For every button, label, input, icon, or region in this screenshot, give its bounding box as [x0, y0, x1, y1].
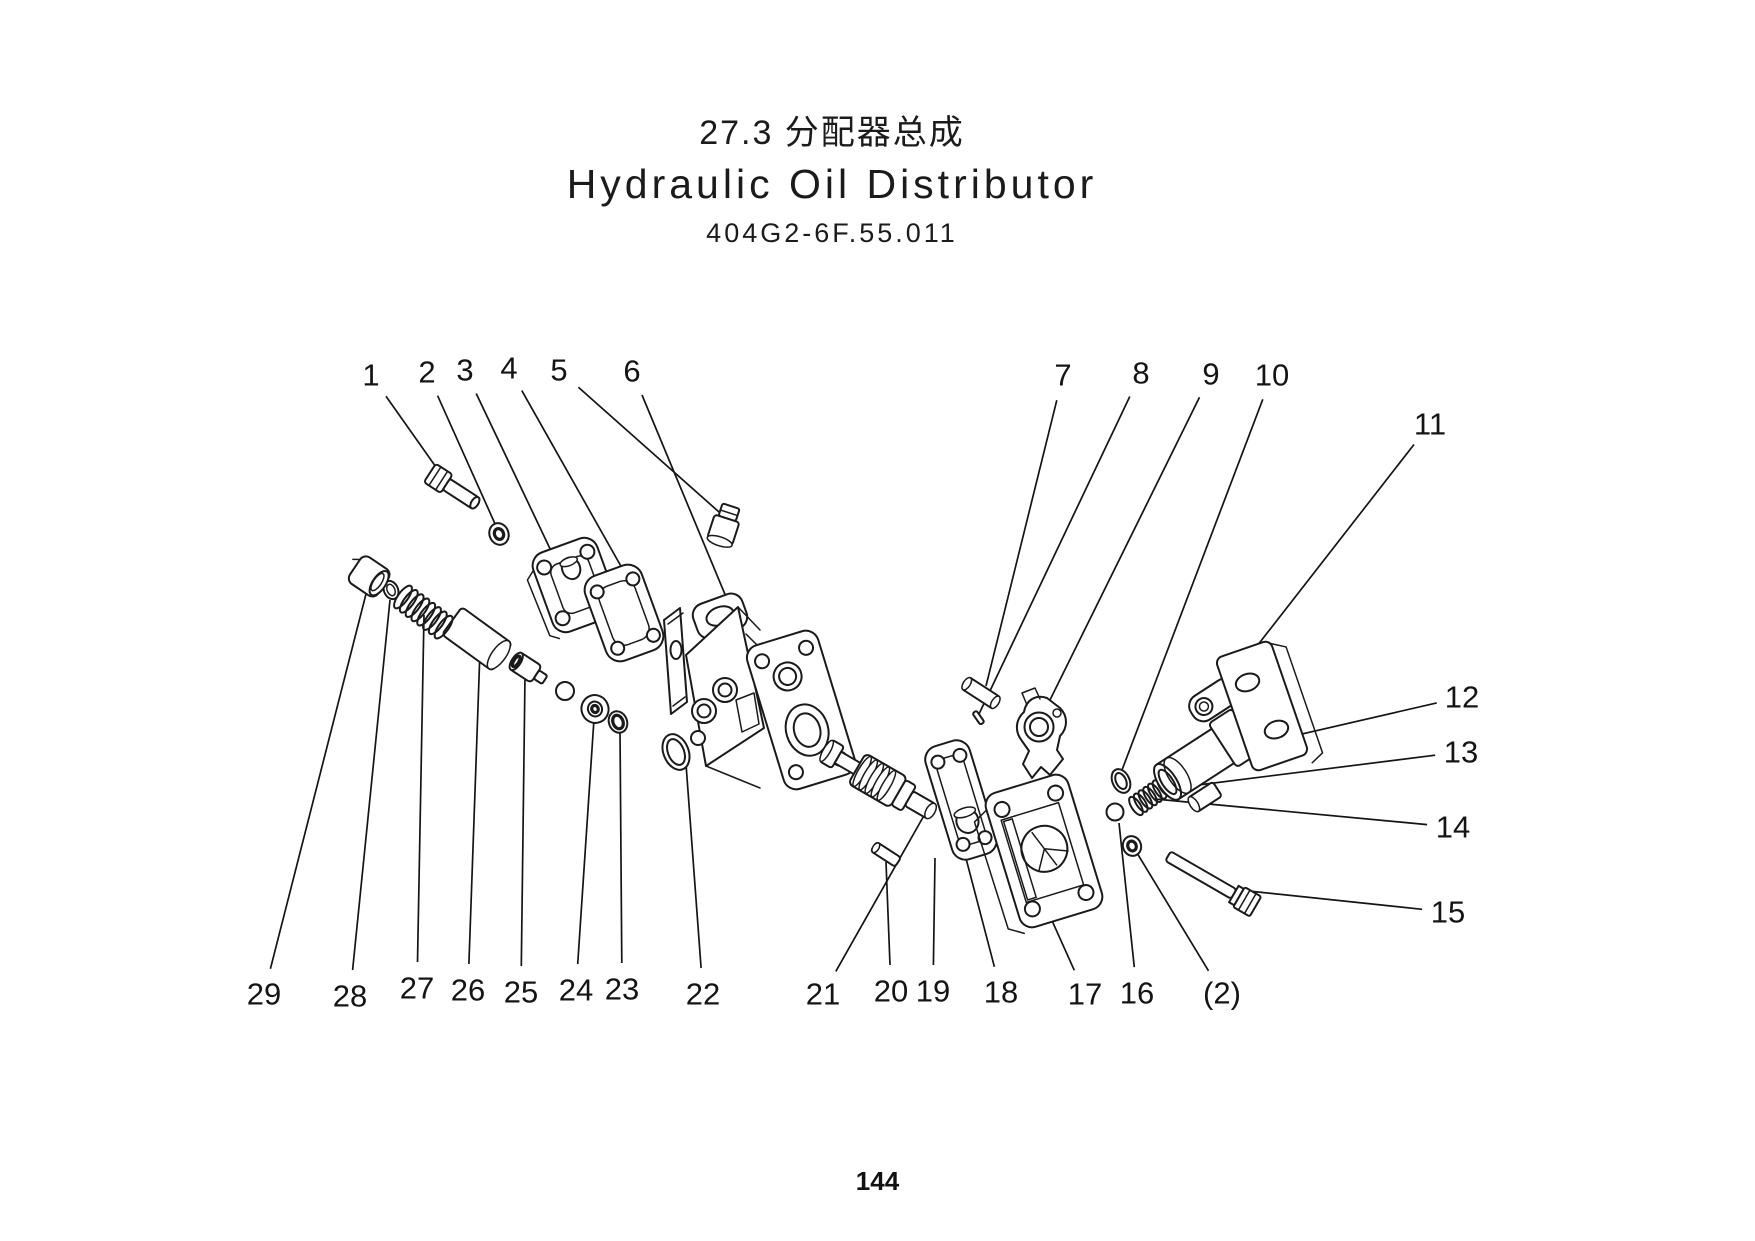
part-small-pin — [972, 710, 985, 726]
callout-2: 2 — [418, 355, 435, 390]
leader-line-7 — [985, 399, 1058, 687]
drawing-number: 404G2-6F.55.011 — [706, 218, 958, 249]
callout-(2): (2) — [1203, 976, 1241, 1011]
callout-7: 7 — [1054, 358, 1071, 393]
part-rear-cover — [973, 773, 1104, 935]
leader-line-19 — [932, 857, 936, 966]
part-gasket-rear — [924, 739, 998, 861]
callout-12: 12 — [1445, 680, 1479, 715]
leader-line-(2) — [1136, 852, 1210, 972]
callout-3: 3 — [456, 353, 473, 388]
part-o-ring-large — [661, 733, 691, 771]
leader-line-24 — [576, 718, 595, 965]
leader-line-10 — [1121, 398, 1264, 771]
callout-15: 15 — [1431, 895, 1465, 930]
callout-23: 23 — [605, 972, 639, 1007]
callout-18: 18 — [984, 975, 1018, 1010]
callout-22: 22 — [686, 977, 720, 1012]
leader-line-16 — [1118, 822, 1136, 968]
leader-line-29 — [269, 593, 367, 970]
callout-11: 11 — [1414, 407, 1446, 442]
part-plug — [706, 502, 741, 548]
callout-19: 19 — [916, 974, 950, 1009]
callout-5: 5 — [550, 353, 567, 388]
leader-line-13 — [1189, 754, 1436, 787]
callout-16: 16 — [1120, 976, 1154, 1011]
callout-9: 9 — [1202, 357, 1219, 392]
callout-27: 27 — [400, 971, 434, 1006]
part-gasket-front — [583, 563, 665, 663]
part-hex-bolt-long — [1165, 851, 1262, 917]
leader-line-20 — [885, 861, 891, 966]
part-mounting-plate — [1215, 640, 1324, 772]
part-washer — [488, 522, 510, 546]
part-spring-large — [393, 584, 454, 640]
leader-line-27 — [416, 614, 425, 963]
english-title: Hydraulic Oil Distributor — [566, 161, 1098, 208]
callout-4: 4 — [500, 351, 517, 386]
leader-line-21 — [835, 811, 927, 972]
part-hex-bolt — [424, 463, 481, 510]
part-roll-pin — [961, 676, 1001, 710]
leader-line-2 — [436, 395, 497, 527]
part-steel-ball — [555, 681, 575, 701]
callout-10: 10 — [1255, 358, 1289, 393]
page-number: 144 — [855, 1166, 900, 1196]
callout-20: 20 — [874, 974, 908, 1009]
leader-line-26 — [468, 649, 481, 965]
leader-line-9 — [1047, 396, 1201, 705]
part-rocker-cam — [1016, 687, 1067, 779]
part-washer-small — [1121, 835, 1143, 857]
callout-25: 25 — [504, 975, 538, 1010]
part-valve-spool — [819, 739, 938, 820]
parts-artwork — [347, 463, 1324, 935]
leader-line-28 — [351, 599, 391, 971]
part-end-cap — [347, 555, 391, 598]
leader-line-5 — [577, 386, 720, 513]
leader-line-25 — [520, 675, 526, 967]
leader-line-8 — [978, 396, 1131, 715]
section-title: 27.3 分配器总成 — [699, 114, 965, 152]
callout-21: 21 — [806, 977, 840, 1012]
callout-29: 29 — [247, 977, 281, 1012]
part-retaining-ring — [382, 579, 400, 601]
leader-line-22 — [685, 763, 702, 969]
leader-line-18 — [962, 846, 996, 968]
leader-line-11 — [1249, 443, 1415, 656]
callout-1: 1 — [362, 358, 379, 393]
leader-line-4 — [521, 390, 632, 585]
leader-line-3 — [475, 393, 564, 577]
leader-line-1 — [385, 395, 444, 478]
callout-13: 13 — [1444, 735, 1478, 770]
part-seal-ring — [607, 710, 629, 734]
callout-6: 6 — [623, 354, 640, 389]
part-o-ring-small — [1110, 768, 1132, 794]
part-roller-bearing — [580, 694, 610, 724]
callout-17: 17 — [1068, 977, 1102, 1012]
leader-line-23 — [619, 729, 623, 964]
part-detent-sleeve — [508, 651, 548, 685]
callout-24: 24 — [559, 973, 593, 1008]
title-block: 27.3 分配器总成 Hydraulic Oil Distributor 404… — [0, 114, 1664, 249]
part-detent-ball — [1105, 802, 1125, 822]
part-pin — [870, 841, 901, 867]
callout-8: 8 — [1132, 356, 1149, 391]
callout-26: 26 — [451, 973, 485, 1008]
callout-14: 14 — [1436, 810, 1470, 845]
part-plunger — [442, 607, 512, 671]
callout-28: 28 — [333, 979, 367, 1014]
